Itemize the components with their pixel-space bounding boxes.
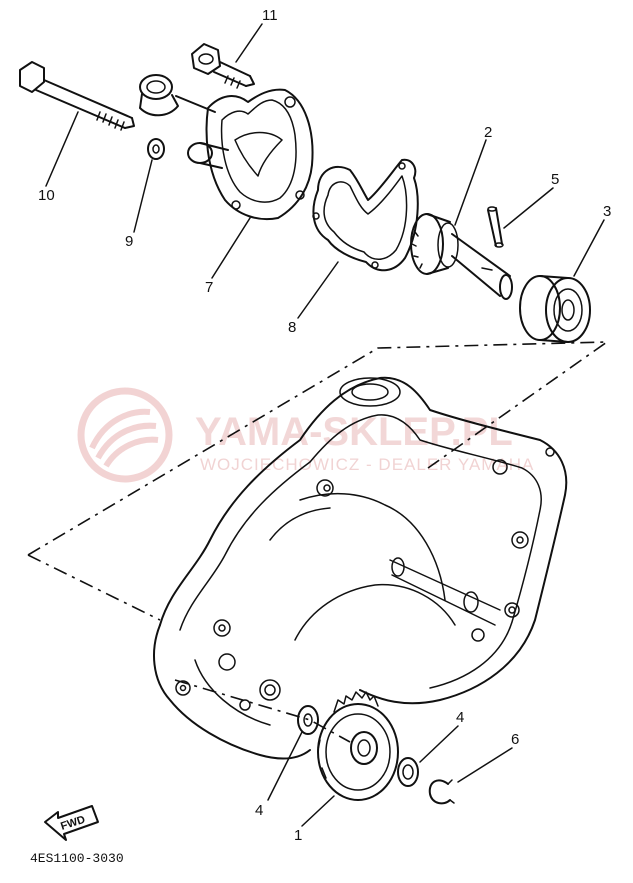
diagram-code: 4ES1100-3030 xyxy=(30,851,124,866)
callout-2: 2 xyxy=(484,124,492,141)
callout-6: 6 xyxy=(511,731,519,748)
callout-5: 5 xyxy=(551,171,559,188)
watermark-title: YAMA-SKLEP.PL xyxy=(195,410,513,454)
callout-4-lower: 4 xyxy=(456,709,464,726)
part-11-short-bolt xyxy=(191,43,255,89)
alignment-line-shaft xyxy=(174,679,351,743)
callout-9: 9 xyxy=(125,233,133,250)
callout-4-upper: 4 xyxy=(255,802,263,819)
part-6-circlip xyxy=(428,779,455,805)
callout-1: 1 xyxy=(294,827,302,844)
callout-10: 10 xyxy=(38,187,55,204)
part-5-pin xyxy=(487,206,504,248)
leader-lines xyxy=(45,23,605,827)
part-1-driven-gear xyxy=(317,691,399,801)
part-10-long-bolt xyxy=(19,61,135,131)
callout-3: 3 xyxy=(603,203,611,220)
watermark-subtitle: WOJCIECHOWICZ - DEALER YAMAHA xyxy=(200,455,534,474)
part-4-washer-lower xyxy=(397,757,419,787)
watermark-logo xyxy=(77,387,173,483)
callout-11: 11 xyxy=(262,7,278,24)
callouts: 11 10 9 7 8 2 5 3 4 6 4 1 xyxy=(38,7,611,844)
crankcase-cover xyxy=(153,376,568,760)
part-2-impeller-shaft xyxy=(410,213,513,300)
part-7-pump-housing xyxy=(139,74,314,220)
fwd-arrow-icon: FWD xyxy=(44,805,99,841)
alignment-plane xyxy=(27,341,610,621)
callout-7: 7 xyxy=(205,279,213,296)
watermark: YAMA-SKLEP.PL WOJCIECHOWICZ - DEALER YAM… xyxy=(77,387,534,483)
part-8-gasket xyxy=(312,158,419,272)
part-9-washer xyxy=(147,138,165,160)
part-3-bearing xyxy=(519,275,591,343)
part-4-washer-upper xyxy=(297,705,319,735)
callout-8: 8 xyxy=(288,319,296,336)
